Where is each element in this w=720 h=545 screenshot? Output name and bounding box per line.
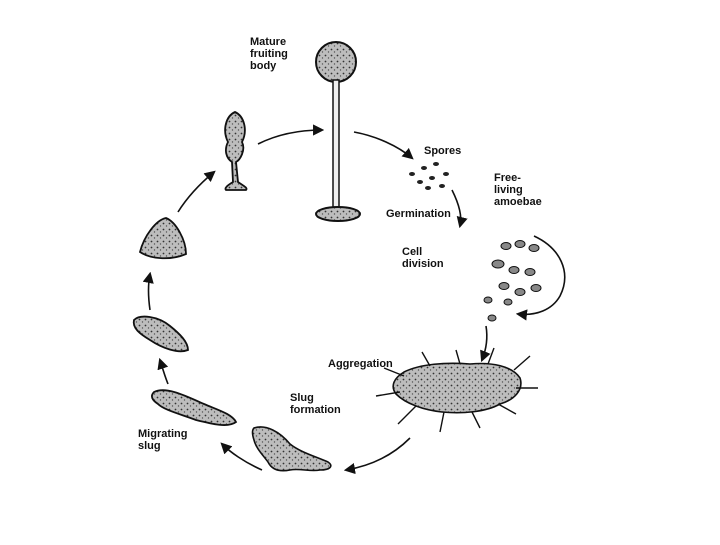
label-line: body — [250, 60, 277, 72]
label-line: Germination — [386, 208, 451, 220]
slug-formation-drawing — [251, 426, 332, 472]
basal-disc — [315, 206, 361, 222]
mound-drawing — [138, 217, 187, 260]
arrow-mound-to-culminant — [177, 170, 216, 213]
stalk — [332, 79, 340, 211]
migrating-slug-drawing — [151, 389, 238, 426]
label-cell-division: Cell division — [402, 246, 444, 270]
arrow-amoebae-to-aggregation — [480, 325, 491, 363]
label-line: Aggregation — [328, 358, 393, 370]
cycle-arrows — [142, 124, 566, 475]
arrow-slug-formation-to-migrating-slug — [220, 442, 263, 471]
label-line: Slug — [290, 392, 314, 404]
arrow-fruiting-body-to-spores — [353, 131, 414, 160]
sorus-head — [315, 41, 357, 83]
label-spores: Spores — [424, 145, 461, 157]
label-germination: Germination — [386, 208, 451, 220]
culminant-drawing — [224, 111, 248, 191]
arrow-migrating-slug-to-finger — [157, 357, 169, 385]
label-line: Free- — [494, 172, 521, 184]
label-line: amoebae — [494, 196, 542, 208]
arrow-finger-to-mound — [142, 271, 154, 311]
aggregation-drawing — [375, 347, 538, 433]
label-line: Spores — [424, 145, 462, 157]
arrow-aggregation-to-slug-formation — [343, 437, 411, 475]
amoebae-drawing — [483, 240, 542, 322]
spores-drawing — [409, 162, 449, 190]
label-line: formation — [290, 404, 341, 416]
arrow-culminant-to-fruiting-body — [257, 124, 325, 145]
label-slug-formation: Slug formation — [290, 392, 341, 416]
label-line: division — [402, 258, 444, 270]
label-line: living — [494, 184, 523, 196]
arrow-spores-to-germination — [451, 189, 468, 229]
label-line: Mature — [250, 36, 287, 48]
label-line: slug — [138, 440, 161, 452]
label-free-living-amoebae: Free- living amoebae — [494, 172, 542, 208]
label-line: Migrating — [138, 428, 188, 440]
label-mature-fruiting-body: Mature fruiting body — [250, 36, 288, 72]
finger-slug-drawing — [132, 315, 189, 353]
mature-fruiting-body-drawing — [315, 41, 361, 222]
label-line: Cell — [402, 246, 423, 258]
label-aggregation: Aggregation — [328, 358, 393, 370]
label-migrating-slug: Migrating slug — [138, 428, 188, 452]
label-line: fruiting — [250, 48, 288, 60]
arrow-cell-division-loop — [515, 235, 566, 321]
